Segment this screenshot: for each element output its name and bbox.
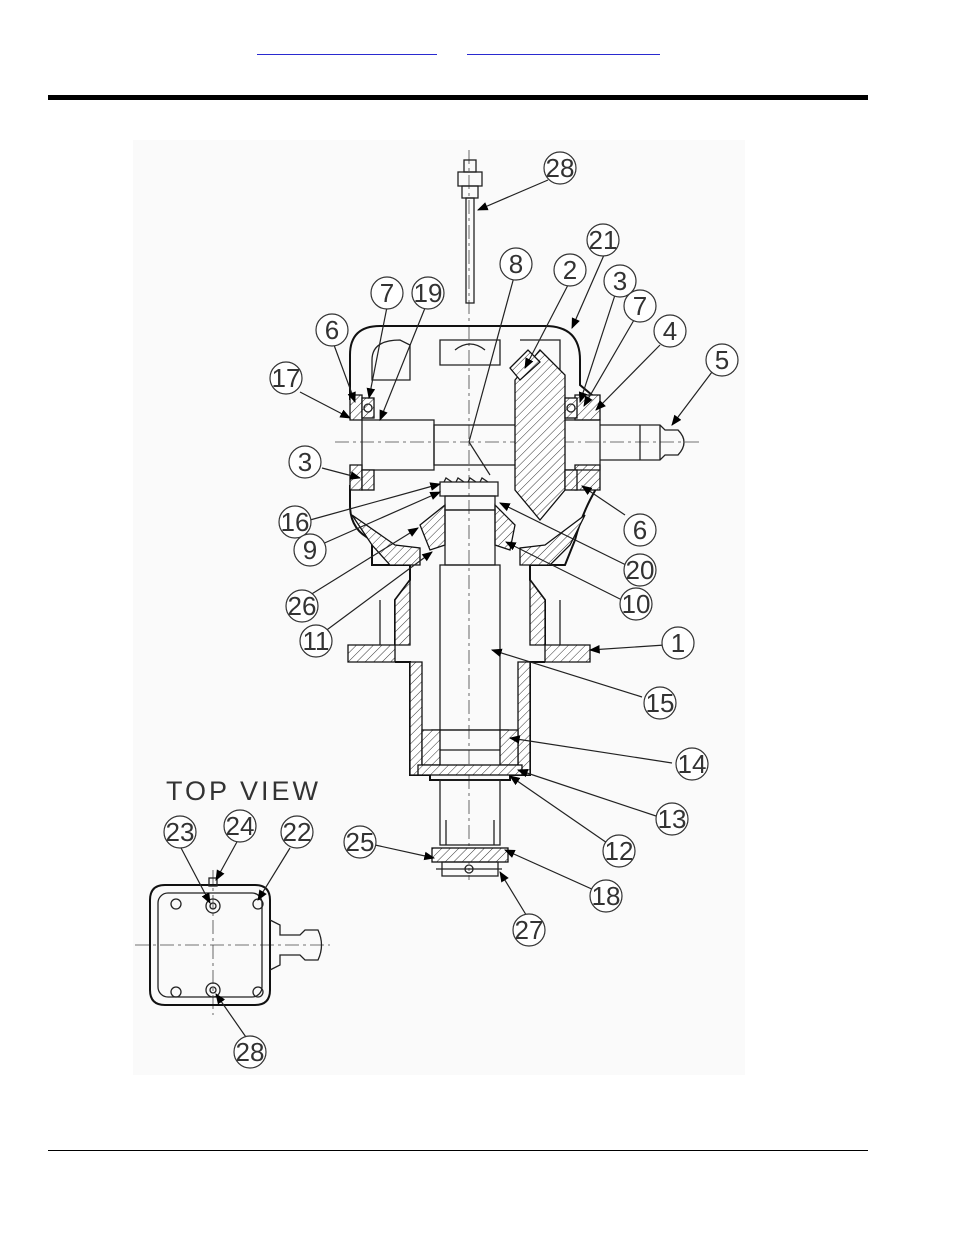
callout-1: 1	[662, 627, 694, 659]
svg-text:10: 10	[622, 589, 651, 619]
callout-13: 13	[656, 803, 688, 835]
svg-text:7: 7	[380, 278, 394, 308]
svg-text:28: 28	[546, 153, 575, 183]
callout-5: 5	[706, 344, 738, 376]
callout-3-left: 3	[289, 446, 321, 478]
svg-text:1: 1	[671, 628, 685, 658]
svg-text:20: 20	[626, 555, 655, 585]
callout-28-top-view: 28	[234, 1036, 266, 1068]
callout-2: 2	[554, 254, 586, 286]
top-view-label: TOP VIEW	[166, 776, 321, 806]
callout-6-lower-right: 6	[624, 514, 656, 546]
svg-text:12: 12	[605, 836, 634, 866]
callout-22: 22	[281, 816, 313, 848]
callout-20: 20	[624, 554, 656, 586]
svg-text:22: 22	[283, 817, 312, 847]
callout-14: 14	[676, 748, 708, 780]
svg-text:19: 19	[414, 278, 443, 308]
svg-text:27: 27	[515, 915, 544, 945]
callout-17: 17	[270, 362, 302, 394]
callout-24: 24	[224, 810, 256, 842]
callout-27: 27	[513, 914, 545, 946]
svg-text:6: 6	[633, 515, 647, 545]
svg-text:17: 17	[272, 363, 301, 393]
svg-text:9: 9	[303, 535, 317, 565]
callout-7-left: 7	[371, 277, 403, 309]
svg-text:8: 8	[509, 249, 523, 279]
svg-text:6: 6	[325, 315, 339, 345]
svg-text:11: 11	[303, 626, 330, 656]
svg-text:5: 5	[715, 345, 729, 375]
svg-text:4: 4	[663, 316, 677, 346]
callout-7-right: 7	[624, 290, 656, 322]
svg-text:18: 18	[592, 881, 621, 911]
svg-text:21: 21	[589, 225, 618, 255]
callout-15: 15	[644, 687, 676, 719]
svg-text:7: 7	[633, 291, 647, 321]
callout-25: 25	[344, 826, 376, 858]
callout-10: 10	[620, 588, 652, 620]
svg-text:14: 14	[678, 749, 707, 779]
callout-11: 11	[300, 625, 332, 657]
svg-text:24: 24	[226, 811, 255, 841]
callout-19: 19	[412, 277, 444, 309]
svg-text:13: 13	[658, 804, 687, 834]
svg-text:2: 2	[563, 255, 577, 285]
callout-6-upper-left: 6	[316, 314, 348, 346]
callout-9: 9	[294, 534, 326, 566]
callout-4: 4	[654, 315, 686, 347]
callout-16: 16	[279, 506, 311, 538]
svg-text:25: 25	[346, 827, 375, 857]
callout-28-top: 28	[544, 152, 576, 184]
callout-23: 23	[164, 816, 196, 848]
callout-12: 12	[603, 835, 635, 867]
svg-text:3: 3	[298, 447, 312, 477]
svg-text:15: 15	[646, 688, 675, 718]
callout-21: 21	[587, 224, 619, 256]
svg-text:23: 23	[166, 817, 195, 847]
callout-18: 18	[590, 880, 622, 912]
svg-text:28: 28	[236, 1037, 265, 1067]
svg-text:16: 16	[281, 507, 310, 537]
callout-8: 8	[500, 248, 532, 280]
svg-text:3: 3	[613, 266, 627, 296]
svg-text:26: 26	[288, 591, 317, 621]
callout-26: 26	[286, 590, 318, 622]
